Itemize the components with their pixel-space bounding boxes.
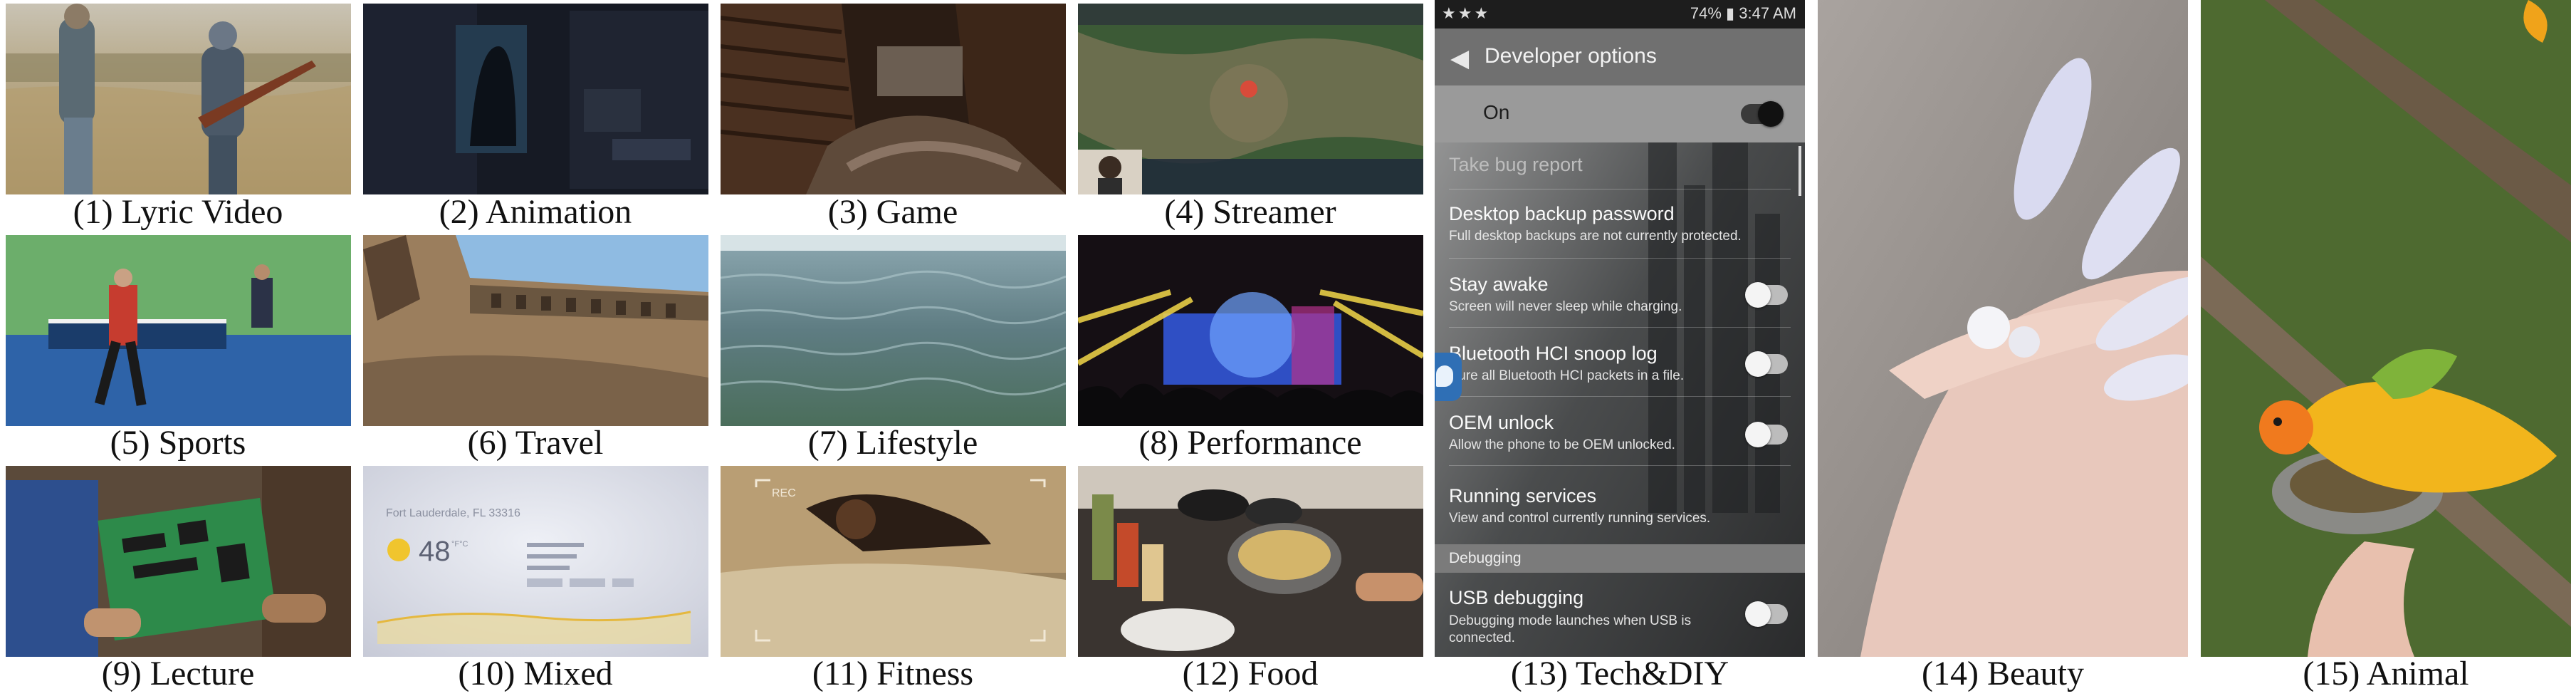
status-battery-time: 74% ▮ 3:47 AM	[1690, 4, 1796, 22]
settings-row-oem-unlock[interactable]: OEM unlock Allow the phone to be OEM unl…	[1435, 396, 1805, 465]
divider	[1449, 258, 1791, 259]
caption-sports: (5) Sports	[110, 424, 246, 462]
row-title: Bluetooth HCI snoop log	[1449, 343, 1658, 364]
row-subtitle: View and control currently running servi…	[1449, 511, 1711, 526]
master-switch-label: On	[1483, 101, 1510, 123]
settings-row-running-services[interactable]: Running services View and control curren…	[1435, 465, 1805, 534]
back-arrow-icon[interactable]: ◀	[1450, 45, 1470, 72]
thumbnail-travel	[363, 235, 708, 426]
row-title: OEM unlock	[1449, 412, 1554, 433]
row-title: Desktop backup password	[1449, 203, 1675, 224]
developer-options-master-switch-row[interactable]: On	[1435, 85, 1805, 142]
thumbnail-tech-diy-phone-screen: ★★★ 74% ▮ 3:47 AM ◀ Developer options On…	[1435, 0, 1805, 657]
page-title: Developer options	[1485, 44, 1657, 68]
settings-row-stay-awake[interactable]: Stay awake Screen will never sleep while…	[1435, 258, 1805, 327]
row-subtitle: Full desktop backups are not currently p…	[1449, 229, 1742, 244]
caption-lecture: (9) Lecture	[101, 655, 255, 692]
weather-city: Fort Lauderdale, FL 33316	[386, 507, 520, 519]
status-bar: ★★★ 74% ▮ 3:47 AM	[1435, 0, 1805, 28]
stay-awake-toggle[interactable]	[1745, 282, 1788, 308]
caption-mixed: (10) Mixed	[458, 655, 613, 692]
thumbnail-fitness: REC	[721, 466, 1066, 657]
bluetooth-snoop-toggle[interactable]	[1745, 351, 1788, 377]
row-subtitle: ture all Bluetooth HCI packets in a file…	[1455, 368, 1685, 383]
status-notification-icons: ★★★	[1442, 4, 1491, 22]
settings-row-take-bug-report[interactable]: Take bug report	[1435, 142, 1805, 189]
floating-chat-bubble-icon[interactable]	[1435, 353, 1462, 401]
settings-row-desktop-backup-password[interactable]: Desktop backup password Full desktop bac…	[1435, 189, 1805, 258]
caption-animation: (2) Animation	[439, 193, 632, 231]
row-subtitle: Screen will never sleep while charging.	[1449, 299, 1682, 314]
caption-food: (12) Food	[1182, 655, 1319, 692]
thumbnail-lecture	[6, 466, 351, 657]
row-title: Running services	[1449, 485, 1597, 507]
caption-animal: (15) Animal	[2303, 655, 2469, 692]
settings-row-usb-debugging[interactable]: USB debugging Debugging mode launches wh…	[1435, 573, 1805, 657]
settings-row-bluetooth-hci-snoop-log[interactable]: Bluetooth HCI snoop log ture all Bluetoo…	[1435, 327, 1805, 396]
master-toggle[interactable]	[1741, 101, 1784, 127]
caption-streamer: (4) Streamer	[1164, 193, 1336, 231]
scrollbar[interactable]	[1799, 146, 1801, 196]
weather-unit: °F°C	[451, 540, 468, 549]
caption-lifestyle: (7) Lifestyle	[807, 424, 978, 462]
row-subtitle: Allow the phone to be OEM unlocked.	[1449, 437, 1675, 452]
thumbnail-lifestyle	[721, 235, 1066, 426]
caption-game: (3) Game	[827, 193, 958, 231]
caption-fitness: (11) Fitness	[812, 655, 974, 692]
thumbnail-animation	[363, 4, 708, 194]
divider	[1449, 327, 1791, 328]
divider	[1449, 396, 1791, 397]
thumbnail-lyric-video	[6, 4, 351, 194]
row-title: Take bug report	[1449, 154, 1583, 175]
usb-debugging-toggle[interactable]	[1745, 601, 1788, 627]
thumbnail-food	[1078, 466, 1423, 657]
section-header-debugging: Debugging	[1435, 544, 1805, 573]
caption-travel: (6) Travel	[467, 424, 604, 462]
oem-unlock-toggle[interactable]	[1745, 422, 1788, 447]
thumbnail-game	[721, 4, 1066, 194]
caption-tech-diy: (13) Tech&DIY	[1510, 655, 1729, 692]
thumbnail-streamer	[1078, 4, 1423, 194]
caption-performance: (8) Performance	[1138, 424, 1362, 462]
row-title: Stay awake	[1449, 274, 1549, 295]
thumbnail-sports	[6, 235, 351, 426]
divider	[1449, 465, 1791, 466]
thumbnail-mixed-weather-app: Fort Lauderdale, FL 33316 48 °F°C	[363, 466, 708, 657]
row-subtitle: Debugging mode launches when USB is conn…	[1449, 613, 1692, 645]
app-bar: ◀ Developer options	[1435, 28, 1805, 85]
section-header-label: Debugging	[1449, 550, 1522, 566]
weather-temperature: 48	[419, 536, 451, 567]
caption-lyric-video: (1) Lyric Video	[73, 193, 283, 231]
thumbnail-performance	[1078, 235, 1423, 426]
caption-beauty: (14) Beauty	[1922, 655, 2084, 692]
row-title: USB debugging	[1449, 587, 1584, 608]
thumbnail-animal	[2201, 0, 2571, 657]
thumbnail-beauty	[1818, 0, 2188, 657]
rec-indicator: REC	[772, 487, 796, 499]
